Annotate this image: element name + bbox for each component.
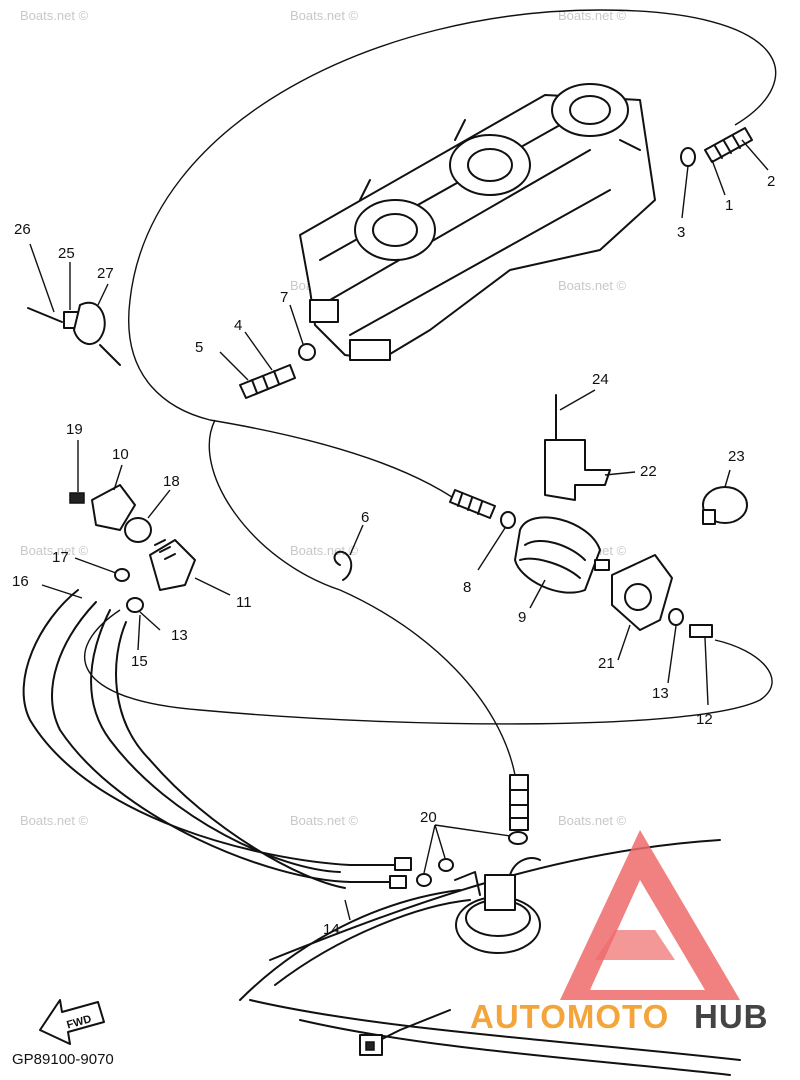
callout-12: 12	[696, 711, 713, 728]
callout-15: 15	[131, 653, 148, 670]
fuel-filter	[449, 489, 610, 609]
callout-14: 14	[323, 921, 340, 938]
callout-4: 4	[234, 317, 242, 334]
callout-3: 3	[677, 224, 685, 241]
watermark: Boats.net ©	[558, 278, 627, 293]
callout-21: 21	[598, 655, 615, 672]
watermark: Boats.net ©	[290, 543, 359, 558]
callout-20: 20	[420, 809, 437, 826]
callout-23: 23	[728, 448, 745, 465]
watermark: Boats.net ©	[558, 813, 627, 828]
fuel-tank	[239, 774, 741, 1076]
watermark: Boats.net ©	[558, 8, 627, 23]
callout-8: 8	[463, 579, 471, 596]
callout-18: 18	[163, 473, 180, 490]
callout-5: 5	[195, 339, 203, 356]
return-hoses	[22, 584, 412, 921]
callout-11: 11	[236, 594, 252, 611]
upper-hose-loop	[128, 9, 777, 421]
middle-hose-loop	[208, 419, 516, 776]
callout-22: 22	[640, 463, 657, 480]
hose-section-12	[667, 608, 713, 706]
callout-labels: 1 2 3 4 5 6 7 8 9 10 11 12 13 14 15 16 1…	[12, 173, 775, 938]
fuel-cock-assembly	[69, 440, 231, 596]
callout-10: 10	[112, 446, 129, 463]
watermark: Boats.net ©	[290, 813, 359, 828]
bracket-22	[544, 389, 636, 501]
hose-section-4	[219, 304, 316, 399]
carburetor-assembly	[299, 83, 656, 361]
watermark: Boats.net ©	[20, 813, 89, 828]
drawing-code: GP89100-9070	[12, 1051, 114, 1068]
hose-clamp-set	[27, 243, 121, 366]
callout-19: 19	[66, 421, 83, 438]
lower-hose-loop	[83, 609, 773, 725]
callout-26: 26	[14, 221, 31, 238]
callout-1: 1	[725, 197, 733, 214]
callout-7: 7	[280, 289, 288, 306]
automotohub-logo: AUTOMOTO HUB	[470, 830, 769, 1035]
callout-24: 24	[592, 371, 609, 388]
logo-text-hub: HUB	[694, 998, 769, 1035]
watermark: Boats.net ©	[20, 8, 89, 23]
fuel-fitting-top	[680, 127, 769, 219]
logo-text-automoto: AUTOMOTO	[470, 998, 669, 1035]
callout-13: 13	[171, 627, 188, 644]
callout-6: 6	[361, 509, 369, 526]
watermark: Boats.net ©	[290, 8, 359, 23]
callout-9: 9	[518, 609, 526, 626]
watermark: Boats.net ©	[20, 543, 89, 558]
filter-bracket-21	[611, 554, 673, 661]
callout-2: 2	[767, 173, 775, 190]
forward-arrow-icon: FWD	[39, 999, 105, 1045]
callout-16: 16	[12, 573, 29, 590]
clamp-23	[702, 469, 748, 525]
callout-17: 17	[52, 549, 69, 566]
clip-6	[333, 524, 364, 581]
callout-27: 27	[97, 265, 114, 282]
callout-13-right: 13	[652, 685, 669, 702]
callout-25: 25	[58, 245, 75, 262]
